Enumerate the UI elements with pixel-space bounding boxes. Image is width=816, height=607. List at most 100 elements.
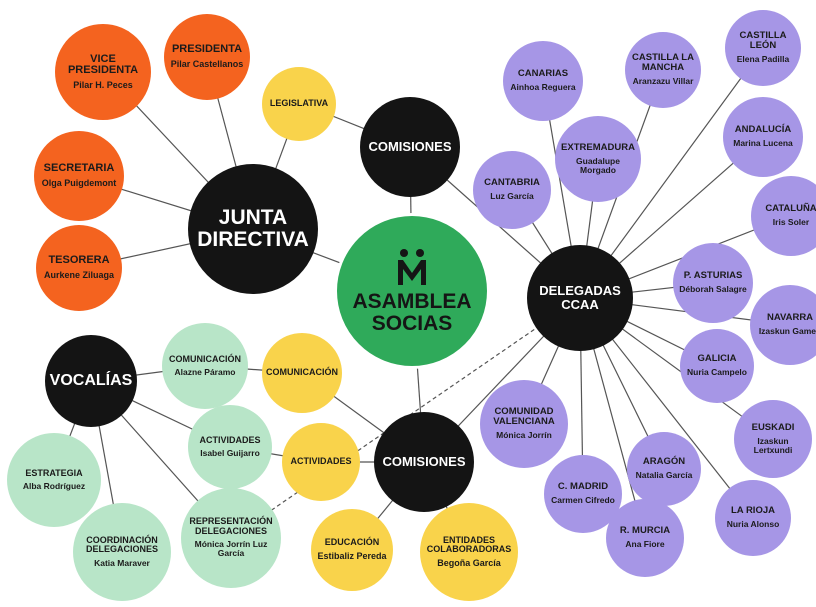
region-andalucia-node: ANDALUCÍA Marina Lucena <box>723 97 803 177</box>
delegadas-ccaa-node: DELEGADAS CCAA <box>527 245 633 351</box>
region-name: ANDALUCÍA <box>734 124 792 136</box>
node-person: Pilar H. Peces <box>73 79 133 90</box>
delegate-name: Ana Fiore <box>625 539 665 550</box>
region-name: P. ASTURIAS <box>683 270 743 282</box>
hub-title: VOCALÍAS <box>49 371 133 389</box>
node-label: ACTIVIDADES <box>290 456 352 467</box>
hub-title: COMISIONES <box>382 454 466 470</box>
region-name: EXTREMADURA <box>561 141 635 153</box>
two-people-logo-icon <box>398 248 426 285</box>
node-person: Alba Rodríguez <box>22 481 86 492</box>
delegate-name: Carmen Cifredo <box>551 495 615 506</box>
region-name: CANARIAS <box>517 68 569 80</box>
junta-directiva-node: JUNTA DIRECTIVA <box>188 164 318 294</box>
region-aragon-node: ARAGÓN Natalia García <box>627 432 701 506</box>
delegate-name: Luz García <box>490 191 534 202</box>
region-name: CANTABRIA <box>484 177 540 189</box>
comision-actividades-node: ACTIVIDADES <box>282 423 360 501</box>
vocalia-comunicacion-node: COMUNICACIÓN Alazne Páramo <box>162 323 248 409</box>
region-murcia-node: R. MURCIA Ana Fiore <box>606 499 684 577</box>
vocalia-coordinacion-node: COORDINACIÓN DELEGACIONES Katia Maraver <box>73 503 171 601</box>
region-name: LA RIOJA <box>731 505 775 517</box>
delegate-name: Izaskun Lertxundi <box>753 435 793 455</box>
region-cataluna-node: CATALUÑA Iris Soler <box>751 176 816 256</box>
comisiones-bottom-node: COMISIONES <box>374 412 474 512</box>
node-person: Alazne Páramo <box>174 367 236 378</box>
vocalias-node: VOCALÍAS <box>45 335 137 427</box>
node-role: SECRETARIA <box>43 162 115 175</box>
secretaria-node: SECRETARIA Olga Puigdemont <box>34 131 124 221</box>
hub-title-line2: CCAA <box>561 297 599 312</box>
comisiones-top-node: COMISIONES <box>360 97 460 197</box>
region-castilla-leon-node: CASTILLA LEÓN Elena Padilla <box>725 10 801 86</box>
region-comunidad-valenciana-node: COMUNIDAD VALENCIANA Mónica Jorrín <box>480 380 568 468</box>
delegate-name: Natalia García <box>635 470 693 481</box>
hub-title: COMISIONES <box>368 139 452 155</box>
node-role: TESORERA <box>48 254 110 267</box>
node-label: COMUNICACIÓN <box>266 367 338 378</box>
comision-educacion-node: EDUCACIÓN Estibaliz Pereda <box>311 509 393 591</box>
hub-title-line1: JUNTA <box>218 205 288 229</box>
node-person: Pilar Castellanos <box>170 58 244 69</box>
node-label: REPRESENTACIÓN DELEGACIONES <box>189 516 273 536</box>
delegate-name: Iris Soler <box>772 217 810 228</box>
region-euskadi-node: EUSKADI Izaskun Lertxundi <box>734 400 812 478</box>
node-label: COORDINACIÓN DELEGACIONES <box>85 534 158 555</box>
region-name: CASTILLA LEÓN <box>739 30 787 52</box>
vocalia-actividades-node: ACTIVIDADES Isabel Guijarro <box>188 405 272 489</box>
delegate-name: Nuria Alonso <box>726 519 780 530</box>
node-label: EDUCACIÓN <box>324 537 380 548</box>
region-la-rioja-node: LA RIOJA Nuria Alonso <box>715 480 791 556</box>
legislativa-node: LEGISLATIVA <box>262 67 336 141</box>
delegate-name: Izaskun Gamen <box>758 326 816 337</box>
delegate-name: Marina Lucena <box>733 138 793 149</box>
hub-title-line2: DIRECTIVA <box>197 228 309 251</box>
vocalia-representacion-node: REPRESENTACIÓN DELEGACIONES Mónica Jorrí… <box>181 488 281 588</box>
hub-title-line1: DELEGADAS <box>539 283 621 299</box>
node-person: Isabel Guijarro <box>200 448 260 459</box>
region-name: NAVARRA <box>766 312 814 324</box>
delegate-name: Mónica Jorrín <box>496 430 552 441</box>
region-name: C. MADRID <box>557 481 609 493</box>
delegate-name: Elena Padilla <box>736 54 790 65</box>
node-label: COMUNICACIÓN <box>169 353 241 364</box>
region-galicia-node: GALICIA Nuria Campelo <box>680 329 754 403</box>
node-person: Begoña García <box>437 557 501 568</box>
node-label: ESTRATEGIA <box>25 467 83 478</box>
node-person: Estibaliz Pereda <box>317 550 387 561</box>
region-name: R. MURCIA <box>619 525 671 537</box>
region-name: ARAGÓN <box>642 456 686 468</box>
delegate-name: Aranzazu Villar <box>632 76 694 87</box>
region-extremadura-node: EXTREMADURA Guadalupe Morgado <box>555 116 641 202</box>
delegate-name: Nuria Campelo <box>687 367 747 378</box>
region-name: CATALUÑA <box>765 203 816 215</box>
region-castilla-la-mancha-node: CASTILLA LA MANCHA Aranzazu Villar <box>625 32 701 108</box>
node-person: Katia Maraver <box>94 557 150 568</box>
delegate-name: Ainhoa Reguera <box>510 82 576 93</box>
comision-comunicacion-node: COMUNICACIÓN <box>262 333 342 413</box>
node-role: PRESIDENTA <box>171 43 243 56</box>
region-name: GALICIA <box>697 353 737 365</box>
node-person: Aurkene Ziluaga <box>43 269 115 280</box>
center-title-line2: SOCIAS <box>371 312 453 335</box>
node-person: Olga Puigdemont <box>41 177 117 188</box>
node-label: ACTIVIDADES <box>199 434 261 445</box>
node-person: Mónica Jorrín Luz García <box>194 539 268 559</box>
region-canarias-node: CANARIAS Ainhoa Reguera <box>503 41 583 121</box>
node-label: ENTIDADES COLABORADORAS <box>426 534 512 555</box>
vicepresidenta-node: VICE PRESIDENTA Pilar H. Peces <box>55 24 151 120</box>
region-navarra-node: NAVARRA Izaskun Gamen <box>750 285 816 365</box>
region-cantabria-node: CANTABRIA Luz García <box>473 151 551 229</box>
node-label: LEGISLATIVA <box>269 98 329 109</box>
delegate-name: Déborah Salagre <box>679 284 747 295</box>
tesorera-node: TESORERA Aurkene Ziluaga <box>36 225 122 311</box>
region-name: COMUNIDAD VALENCIANA <box>493 406 555 428</box>
vocalia-estrategia-node: ESTRATEGIA Alba Rodríguez <box>7 433 101 527</box>
asamblea-socias-node: ASAMBLEA SOCIAS <box>334 213 490 369</box>
node-role: VICE PRESIDENTA <box>67 52 139 77</box>
comision-entidades-node: ENTIDADES COLABORADORAS Begoña García <box>420 503 518 601</box>
region-name: EUSKADI <box>751 421 795 433</box>
center-title-line1: ASAMBLEA <box>352 289 472 313</box>
region-asturias-node: P. ASTURIAS Déborah Salagre <box>673 243 753 323</box>
